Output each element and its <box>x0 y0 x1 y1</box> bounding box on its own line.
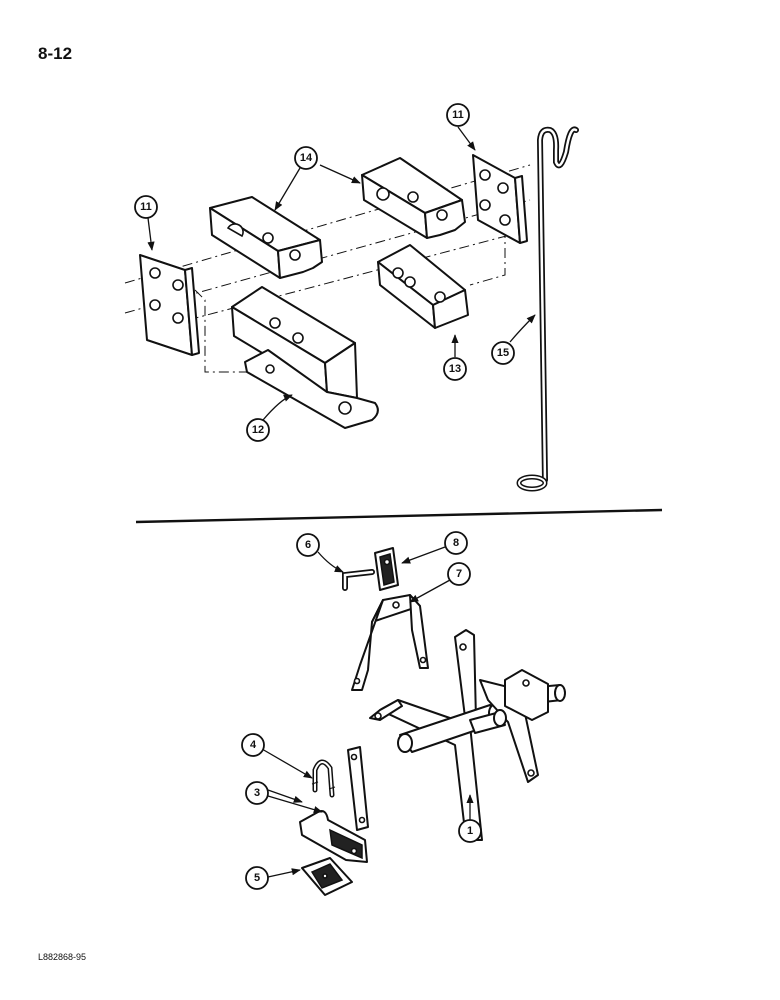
svg-text:6: 6 <box>305 539 311 551</box>
svg-text:11: 11 <box>140 201 152 213</box>
callout-15: 15 <box>491 341 515 365</box>
block-13 <box>377 244 469 329</box>
link-bar <box>347 746 369 831</box>
callout-1: 1 <box>458 819 482 843</box>
callout-4: 4 <box>241 733 265 757</box>
callout-7: 7 <box>447 562 471 586</box>
lower-assembly <box>299 547 566 896</box>
svg-text:3: 3 <box>254 787 260 799</box>
svg-text:14: 14 <box>300 152 313 164</box>
yoke-7 <box>351 594 429 691</box>
bracket-12 <box>231 286 379 429</box>
svg-text:7: 7 <box>456 568 462 580</box>
svg-text:13: 13 <box>449 363 461 375</box>
svg-text:8: 8 <box>453 537 459 549</box>
svg-text:11: 11 <box>452 109 464 121</box>
svg-text:15: 15 <box>497 347 509 359</box>
callout-13: 13 <box>443 357 467 381</box>
weldment-1 <box>369 629 566 841</box>
plate-11-left <box>139 254 200 356</box>
callout-12: 12 <box>246 418 270 442</box>
callout-11-top: 11 <box>446 103 470 127</box>
callout-6: 6 <box>296 533 320 557</box>
plate-11-right <box>472 154 528 244</box>
pin-6 <box>342 569 375 591</box>
clip-8 <box>374 547 399 591</box>
leader-lines <box>147 126 536 878</box>
reference-code: L882868-95 <box>38 952 87 962</box>
callout-8: 8 <box>444 531 468 555</box>
page-number: 8-12 <box>38 44 73 63</box>
block-14-right <box>361 157 466 239</box>
alignment-phantom-lines <box>124 164 531 373</box>
clip-5 <box>301 857 353 896</box>
svg-text:12: 12 <box>252 424 264 436</box>
callout-14: 14 <box>294 146 318 170</box>
callout-11-left: 11 <box>134 195 158 219</box>
block-14-left <box>209 196 323 279</box>
section-divider <box>135 508 663 524</box>
rod-15 <box>516 126 579 492</box>
svg-text:4: 4 <box>250 739 257 751</box>
svg-text:1: 1 <box>467 825 473 837</box>
u-bolt-4 <box>311 759 336 798</box>
callout-3: 3 <box>245 781 269 805</box>
svg-text:5: 5 <box>254 872 260 884</box>
upper-assembly <box>124 126 579 492</box>
callout-5: 5 <box>245 866 269 890</box>
